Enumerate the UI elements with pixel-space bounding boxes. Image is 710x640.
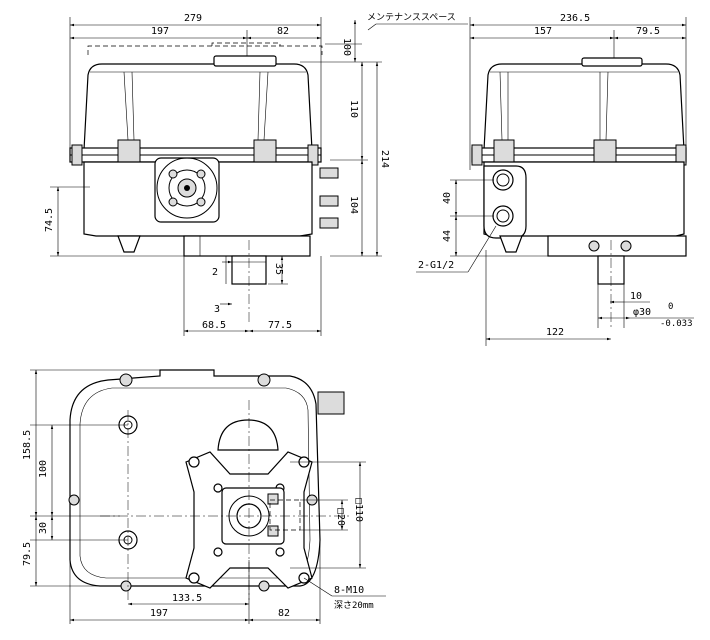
dim-104: 104 [348, 196, 359, 214]
clamp-end [307, 144, 319, 166]
dim-74-5: 74.5 [44, 208, 55, 232]
cover-rib [499, 71, 509, 141]
dim-2: 2 [212, 267, 218, 278]
bolt-hole [213, 483, 223, 493]
clamp-left [117, 139, 141, 163]
dim-77-5: 77.5 [268, 320, 292, 331]
tol-upper: 0 [668, 302, 673, 312]
dim-phi30: φ30 [633, 307, 651, 318]
gear-boss [217, 419, 279, 451]
clamp [593, 139, 617, 163]
port-upper [492, 169, 514, 191]
side-base [547, 235, 687, 257]
cover-rib [123, 71, 135, 141]
conduit-port [319, 167, 339, 179]
motor-inner [168, 169, 206, 207]
tol-lower: -0.033 [660, 319, 693, 329]
dim-214: 214 [379, 150, 390, 168]
conduit-port [319, 217, 339, 229]
dim-122: 122 [546, 327, 564, 338]
bolt-hole [213, 547, 223, 557]
dim-82: 82 [277, 26, 289, 37]
depth-label: 深さ20mm [334, 600, 374, 611]
dim-236-5: 236.5 [560, 13, 590, 24]
dim-157: 157 [534, 26, 552, 37]
dim-79-5: 79.5 [636, 26, 660, 37]
dim-82-b: 82 [278, 608, 290, 619]
dim-square-20: □20 [335, 508, 346, 526]
maintenance-label: メンテナンススペース [367, 12, 456, 23]
dim-110: 110 [348, 100, 359, 118]
cover-rib [599, 71, 609, 141]
conduit-port [317, 391, 345, 415]
square-20 [269, 499, 301, 531]
side-cover [483, 63, 685, 151]
drain-foot [117, 235, 141, 253]
bottom-view: 158.5 100 30 79.5 □20 □110 8-M10 深さ20mm … [22, 369, 386, 624]
side-view: 236.5 157 79.5 40 44 2-G1/2 10 φ30 0 -0.… [416, 13, 694, 346]
dim-133-5: 133.5 [172, 593, 202, 604]
motor-outline [156, 157, 218, 219]
bolt-hole [275, 547, 285, 557]
dim-158-5: 158.5 [22, 430, 33, 460]
actuator-cover [83, 63, 313, 151]
maintenance-space [87, 45, 323, 55]
dim-square-110: □110 [353, 498, 364, 522]
dim-79-5-b: 79.5 [22, 542, 33, 566]
side-indicator [581, 57, 643, 67]
dim-100-b: 100 [38, 460, 49, 478]
dim-10: 10 [630, 291, 642, 302]
clamp-end [471, 144, 483, 166]
dim-30: 30 [38, 522, 49, 534]
top-indicator [213, 55, 277, 67]
dim-3: 3 [214, 304, 220, 315]
cover-rib [257, 71, 269, 141]
dim-197-b: 197 [150, 608, 168, 619]
bolt-hole [188, 572, 200, 584]
dim-100: 100 [341, 38, 352, 56]
conduit-port [319, 195, 339, 207]
leader-line [367, 23, 377, 31]
base-block [183, 235, 311, 257]
clamp [493, 139, 515, 163]
leader-line [303, 577, 333, 597]
dim-279: 279 [184, 13, 202, 24]
front-view: 279 197 82 100 メンテナンススペース 110 214 104 74… [44, 12, 468, 336]
clamp-end [71, 144, 83, 166]
drain-foot [499, 235, 523, 253]
clamp-right [253, 139, 277, 163]
port-label: 2-G1/2 [418, 260, 454, 271]
dim-197: 197 [151, 26, 169, 37]
bottom-inner [79, 387, 311, 579]
maintenance-space [211, 42, 281, 46]
bolt-label: 8-M10 [334, 585, 364, 596]
dim-68-5: 68.5 [202, 320, 226, 331]
dim-44: 44 [442, 230, 453, 242]
dim-35: 35 [273, 263, 284, 275]
port-lower [492, 205, 514, 227]
motor-center [184, 185, 190, 191]
bolt-hole [188, 456, 200, 468]
leader-line [467, 225, 497, 273]
dim-40: 40 [442, 192, 453, 204]
